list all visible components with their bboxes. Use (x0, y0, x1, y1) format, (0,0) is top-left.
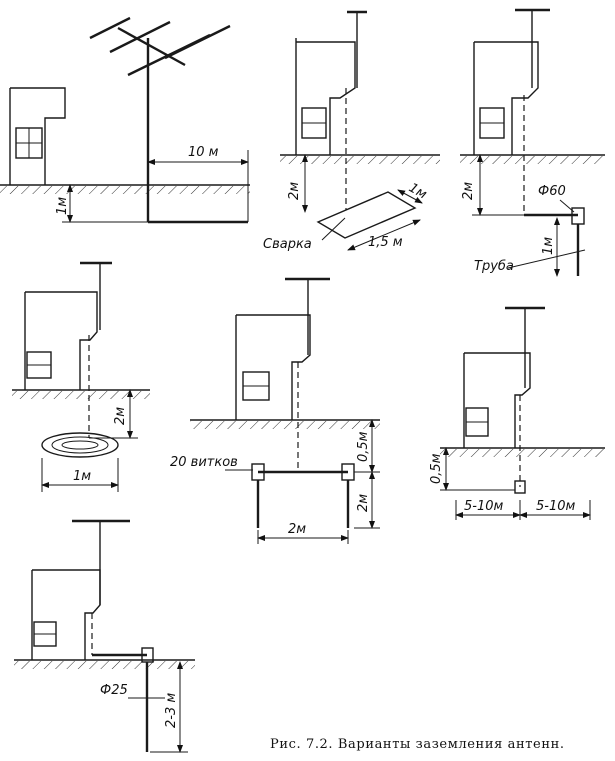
house-outline (31, 569, 101, 660)
v4-depth: 2м (113, 407, 128, 425)
v3-diameter: Ф60 (538, 184, 566, 199)
house-outline (24, 291, 98, 390)
variant-2: 2м 1м 1,5 м Сварка (263, 10, 440, 252)
ground-coil (41, 432, 119, 458)
variant-3: 2м Ф60 1м Труба (460, 8, 605, 277)
v2-plate-width: 1м (406, 180, 429, 202)
v6-depth: 0,5м (429, 453, 444, 484)
v3-depth: 2м (461, 182, 476, 200)
v1-depth: 1м (55, 197, 70, 215)
v2-depth: 2м (287, 182, 302, 200)
v2-plate-length: 1,5 м (368, 235, 403, 250)
v5-spacing: 2м (288, 522, 306, 537)
house-outline (463, 352, 531, 448)
house-outline (473, 41, 539, 155)
figure-caption: Рис. 7.2. Варианты заземления антенн. (270, 737, 565, 752)
antenna-elements (89, 16, 231, 77)
v7-diameter: Ф25 (100, 683, 128, 698)
v3-pipe-length: 1м (541, 237, 556, 255)
variant-1: 1м 10 м (0, 16, 250, 224)
v2-weld: Сварка (263, 237, 312, 252)
house-outline (235, 314, 311, 420)
v3-pipe: Труба (474, 259, 514, 274)
v4-coil-width: 1м (73, 469, 91, 484)
house-outline (9, 87, 66, 185)
v6-right: 5-10м (536, 499, 576, 514)
v1-distance: 10 м (188, 145, 219, 160)
ground-plate (316, 191, 417, 239)
variant-7: Ф25 2-3 м (14, 519, 195, 753)
v7-length: 2-3 м (164, 693, 179, 728)
v5-depth1: 0,5м (356, 431, 371, 462)
variant-6: 0,5м 5-10м 5-10м (429, 306, 605, 520)
house-outline (295, 38, 356, 155)
ground-clamp (514, 480, 526, 494)
v5-depth2: 2м (356, 494, 371, 512)
variant-5: 0,5м 2м 2м 20 витков (170, 277, 380, 544)
v6-left: 5-10м (464, 499, 504, 514)
variant-4: 2м 1м (12, 261, 150, 492)
v5-turns: 20 витков (170, 455, 238, 470)
